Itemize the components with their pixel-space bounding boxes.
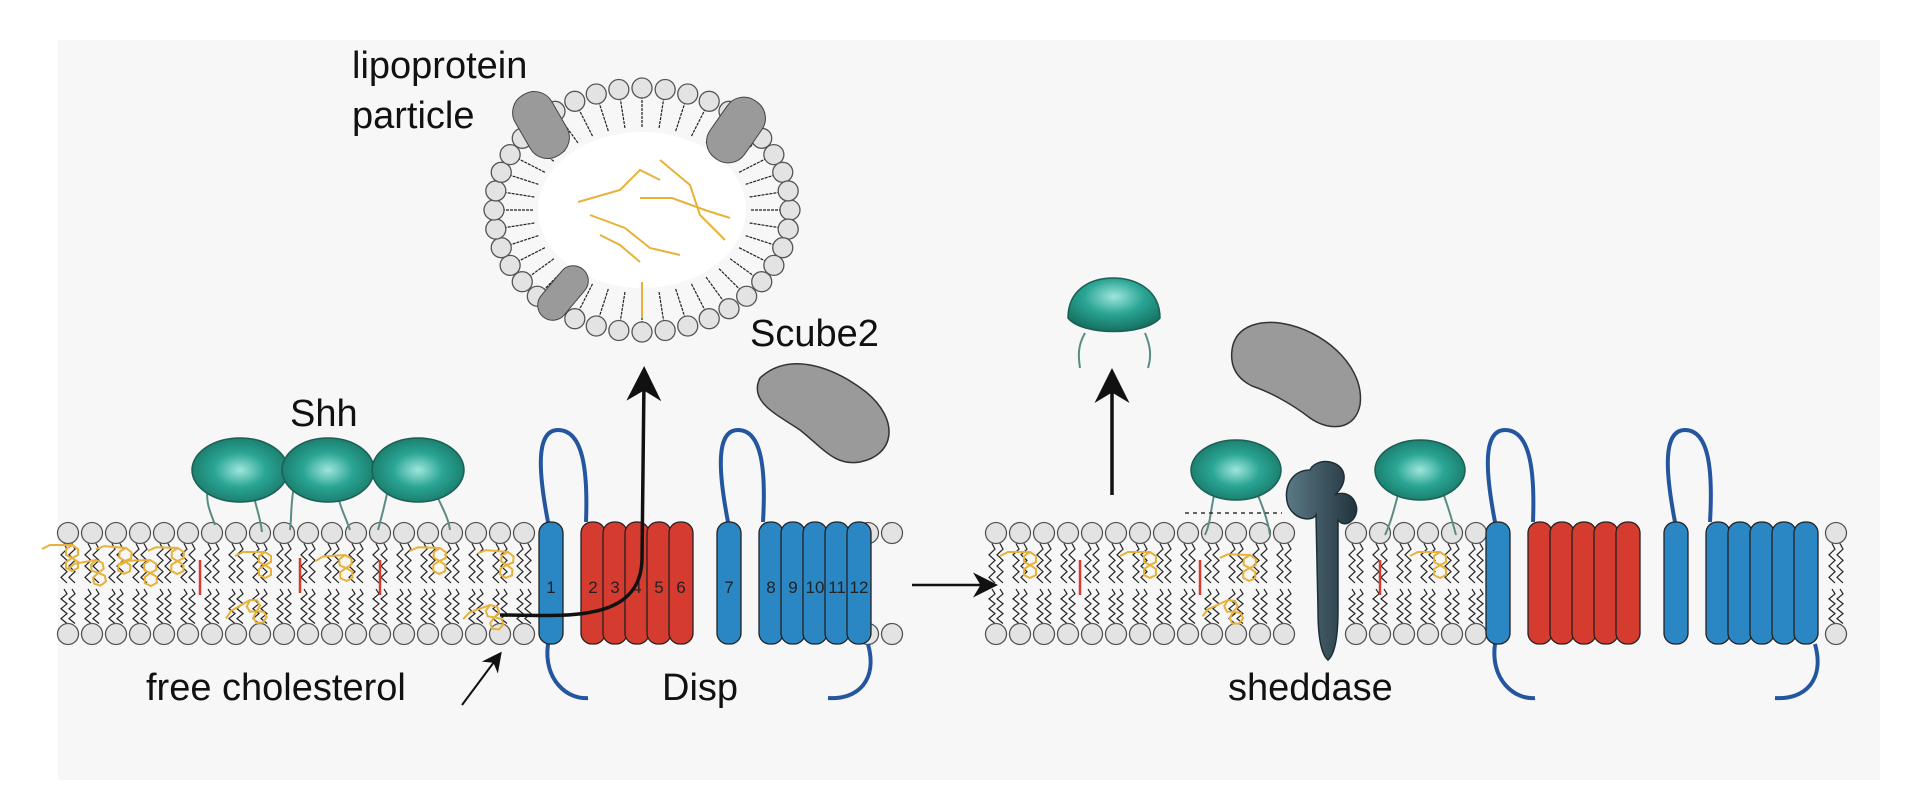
right-membrane: [984, 521, 1848, 646]
cholesterol-transfer-arrow: [499, 366, 662, 618]
label-disp: Disp: [662, 667, 738, 709]
panel-background: [58, 40, 1880, 780]
tm-helix-number: 3: [610, 578, 619, 597]
membrane-cholesterol-molecules: [999, 550, 1447, 625]
free-cholesterol-pointer: [461, 651, 502, 706]
shh-protein: [281, 437, 375, 503]
tm-helix-number: 1: [546, 578, 555, 597]
sheddase-enzyme: [1285, 460, 1358, 661]
tm-helix-number: 10: [806, 578, 825, 597]
label-particle: particle: [352, 95, 475, 137]
tm-helix-number: 11: [828, 578, 846, 597]
scube2-protein-right: [1230, 321, 1362, 428]
label-scube2: Scube2: [750, 313, 879, 355]
shh-protein: [191, 437, 289, 503]
label-free-cholesterol: free cholesterol: [146, 667, 406, 709]
lipoprotein-particle: [483, 77, 801, 343]
scube2-protein: [756, 363, 890, 464]
tm-helix-number: 5: [654, 578, 663, 597]
free-cholesterol-molecules: [41, 543, 515, 631]
shh-protein: [371, 437, 465, 503]
shh-proteins-left: [191, 437, 465, 533]
tm-helix-number: 6: [676, 578, 685, 597]
shh-protein: [1190, 439, 1282, 501]
tm-helix-number: 9: [788, 578, 797, 597]
left-membrane: [56, 521, 904, 646]
disp-protein-right: [1485, 427, 1820, 701]
tm-helix-number: 4: [632, 578, 641, 597]
tm-helix-number: 2: [588, 578, 597, 597]
tm-helix-number: 8: [766, 578, 775, 597]
label-sheddase: sheddase: [1228, 667, 1393, 709]
tm-helix-number: 7: [724, 578, 733, 597]
label-shh: Shh: [290, 393, 358, 435]
shh-proteins-right: [1067, 277, 1466, 536]
shh-protein: [1374, 439, 1466, 501]
tm-helix-number: 12: [850, 578, 869, 597]
label-lipoprotein: lipoprotein: [352, 45, 527, 87]
released-shh-protein: [1067, 277, 1161, 333]
